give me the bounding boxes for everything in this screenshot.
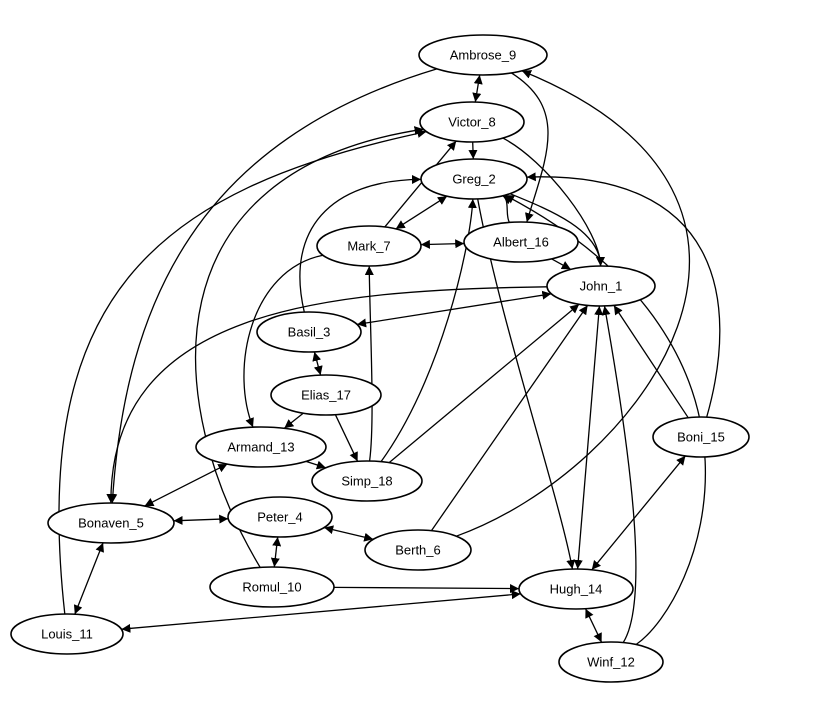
node-label: Albert_16 [493,235,549,250]
node-label: Simp_18 [341,474,392,489]
node-winf-12: Winf_12 [558,641,664,683]
node-berth-6: Berth_6 [364,529,472,571]
node-ellipse [209,566,335,608]
node-label: Boni_15 [677,430,725,445]
edge-albert-16-to-mark-7 [420,239,465,249]
edge-ambrose-9-to-bonaven-5 [108,68,438,504]
edge-simp-18-to-john-1 [388,303,580,464]
node-label: Elias_17 [301,388,351,403]
node-label: Peter_4 [257,510,303,525]
edge-boni-15-to-greg-2 [526,172,721,418]
node-ambrose-9: Ambrose_9 [418,34,548,76]
node-ellipse [558,641,664,683]
edge-boni-15-to-john-1 [613,305,689,419]
node-albert-16: Albert_16 [463,221,579,263]
node-label: Hugh_14 [550,582,603,597]
node-ellipse [420,158,528,200]
edge-ambrose-9-to-victor-8 [472,74,483,103]
node-ellipse [316,225,422,267]
node-louis-11: Louis_11 [10,613,124,655]
node-romul-10: Romul_10 [209,566,335,608]
edge-mark-7-to-armand-13 [243,254,324,428]
node-label: John_1 [580,279,623,294]
edge-john-1-to-basil-3 [356,290,552,328]
node-simp-18: Simp_18 [311,460,423,502]
node-label: Greg_2 [452,172,495,187]
edges [58,68,721,646]
node-label: Ambrose_9 [450,48,516,63]
edge-simp-18-to-mark-7 [364,265,374,462]
node-ellipse [311,460,423,502]
node-boni-15: Boni_15 [652,416,750,458]
edge-hugh-14-to-winf-12 [584,608,603,643]
edge-berth-6-to-ambrose-9 [456,70,690,537]
node-label: Armand_13 [227,440,294,455]
edge-albert-16-to-greg-2 [502,195,513,223]
edge-bonaven-5-to-peter-4 [173,514,229,525]
edge-john-1-to-bonaven-5 [106,286,548,504]
edge-armand-13-to-bonaven-5 [144,463,228,507]
node-label: Louis_11 [41,627,93,642]
edge-bonaven-5-to-louis-11 [73,542,104,615]
edge-victor-8-to-greg-2 [468,141,478,160]
node-bonaven-5: Bonaven_5 [47,502,175,544]
node-label: Mark_7 [347,239,390,254]
node-ellipse [546,265,656,307]
node-label: Victor_8 [448,115,495,130]
edge-basil-3-to-elias-17 [312,351,323,376]
edge-john-1-to-hugh-14 [573,305,604,570]
node-ellipse [227,496,333,538]
edge-greg-2-to-mark-7 [395,195,448,230]
node-ellipse [652,416,750,458]
node-greg-2: Greg_2 [420,158,528,200]
node-john-1: John_1 [546,265,656,307]
node-ellipse [47,502,175,544]
edge-elias-17-to-simp-18 [334,414,359,462]
node-ellipse [270,374,382,416]
node-ellipse [463,221,579,263]
edge-albert-16-to-john-1 [551,258,572,270]
edge-romul-10-to-hugh-14 [333,584,520,594]
edge-berth-6-to-john-1 [430,305,589,532]
node-ellipse [364,529,472,571]
node-peter-4: Peter_4 [227,496,333,538]
node-label: Bonaven_5 [78,516,144,531]
node-label: Basil_3 [288,325,331,340]
edge-boni-15-to-hugh-14 [591,455,686,571]
edge-elias-17-to-armand-13 [283,412,304,429]
node-elias-17: Elias_17 [270,374,382,416]
node-mark-7: Mark_7 [316,225,422,267]
node-ellipse [256,311,362,353]
node-hugh-14: Hugh_14 [518,568,634,610]
node-ellipse [419,101,525,143]
node-label: Berth_6 [395,543,441,558]
edge-hugh-14-to-louis-11 [121,590,521,633]
edge-basil-3-to-greg-2 [299,174,422,313]
node-basil-3: Basil_3 [256,311,362,353]
node-ellipse [10,613,124,655]
edge-peter-4-to-romul-10 [270,536,282,568]
node-ellipse [195,426,327,468]
node-label: Winf_12 [587,655,635,670]
edge-ambrose-9-to-albert-16 [511,72,549,223]
edge-armand-13-to-simp-18 [305,460,326,470]
edge-peter-4-to-berth-6 [324,525,374,542]
node-ellipse [518,568,634,610]
node-victor-8: Victor_8 [419,101,525,143]
node-armand-13: Armand_13 [195,426,327,468]
node-ellipse [418,34,548,76]
edge-greg-2-to-john-1 [509,193,605,267]
node-label: Romul_10 [242,580,301,595]
